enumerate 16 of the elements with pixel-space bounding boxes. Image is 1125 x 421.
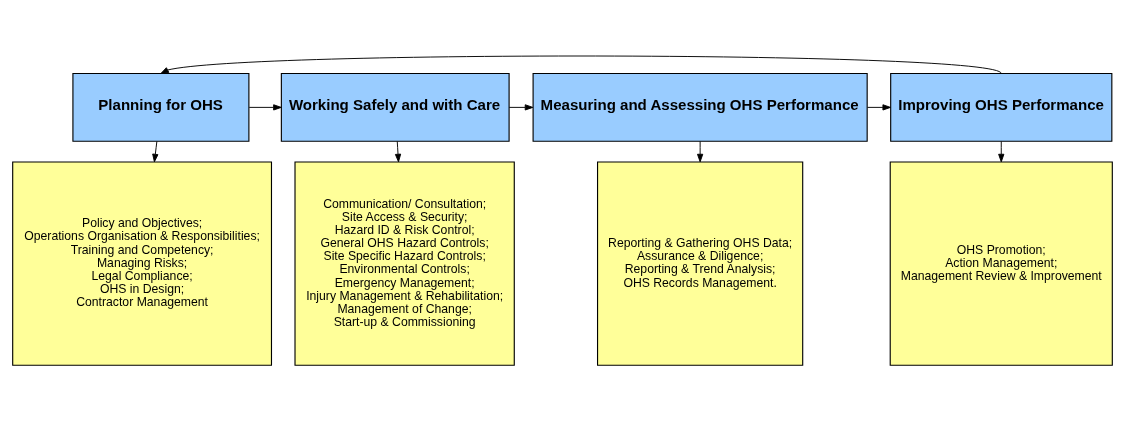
arrow [160, 55, 1002, 74]
node-box: Measuring and Assessing OHS Performance [532, 72, 868, 142]
node-box: Policy and Objectives; Operations Organisation & Responsibilities; Training and Competency; Managing Risks; Legal Compliance; OHS in Design; Contractor Management [12, 161, 273, 366]
node-box: Improving OHS Performance [890, 72, 1113, 142]
arrow [508, 104, 534, 111]
arrow [152, 140, 159, 163]
arrow [697, 140, 704, 163]
arrow [998, 140, 1005, 163]
arrow [248, 104, 282, 111]
node-box: Working Safely and with Care [280, 72, 510, 142]
node-box: Planning for OHS [72, 72, 250, 142]
node-box: Reporting & Gathering OHS Data; Assurance & Diligence; Reporting & Trend Analysis; OHS Records Management. [597, 161, 804, 366]
node-box: Communication/ Consultation; Site Access & Security; Hazard ID & Risk Control; General OHS Hazard Controls; Site Specific Hazard Controls; Environmental Controls; Emergency Management; Injury Management & Rehabilitation; Management of Change; Start-up & Commissioning [294, 161, 515, 366]
arrow [394, 140, 402, 163]
arrow [867, 104, 891, 111]
node-box: OHS Promotion; Action Management; Management Review & Improvement [889, 161, 1113, 366]
